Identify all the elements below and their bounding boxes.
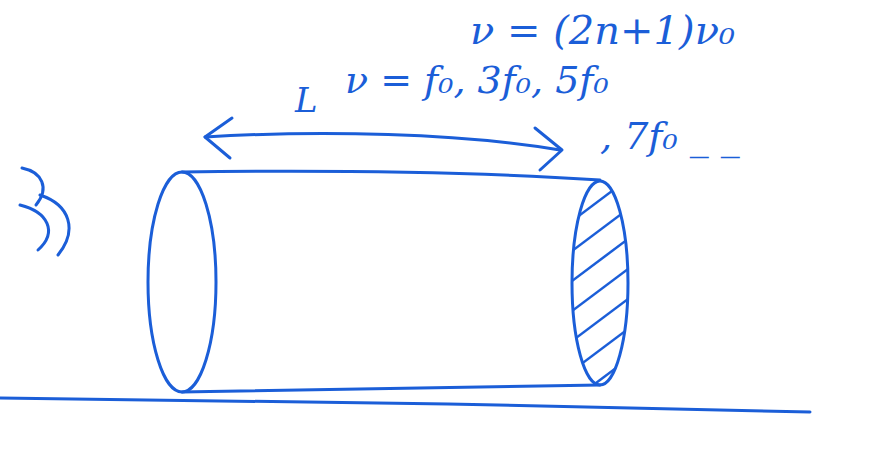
- pipe-bottom: [182, 385, 600, 392]
- sound-wave: [40, 195, 69, 255]
- arrow-head: [205, 118, 232, 158]
- formula-label: , 7f₀ _ _: [600, 116, 740, 158]
- sound-wave: [20, 205, 48, 250]
- closed-end: [572, 181, 628, 385]
- formula-label: ν = (2n+1)ν₀: [470, 8, 735, 52]
- sound-wave: [22, 168, 43, 205]
- ground-line: [0, 398, 810, 412]
- open-end: [148, 172, 216, 392]
- formula-label: ν = f₀, 3f₀, 5f₀: [345, 60, 609, 102]
- pipe-top: [182, 171, 600, 180]
- length-arrow: [205, 133, 560, 150]
- hatching: [560, 140, 640, 410]
- arrow-head: [535, 128, 562, 170]
- length-label: L: [295, 82, 318, 119]
